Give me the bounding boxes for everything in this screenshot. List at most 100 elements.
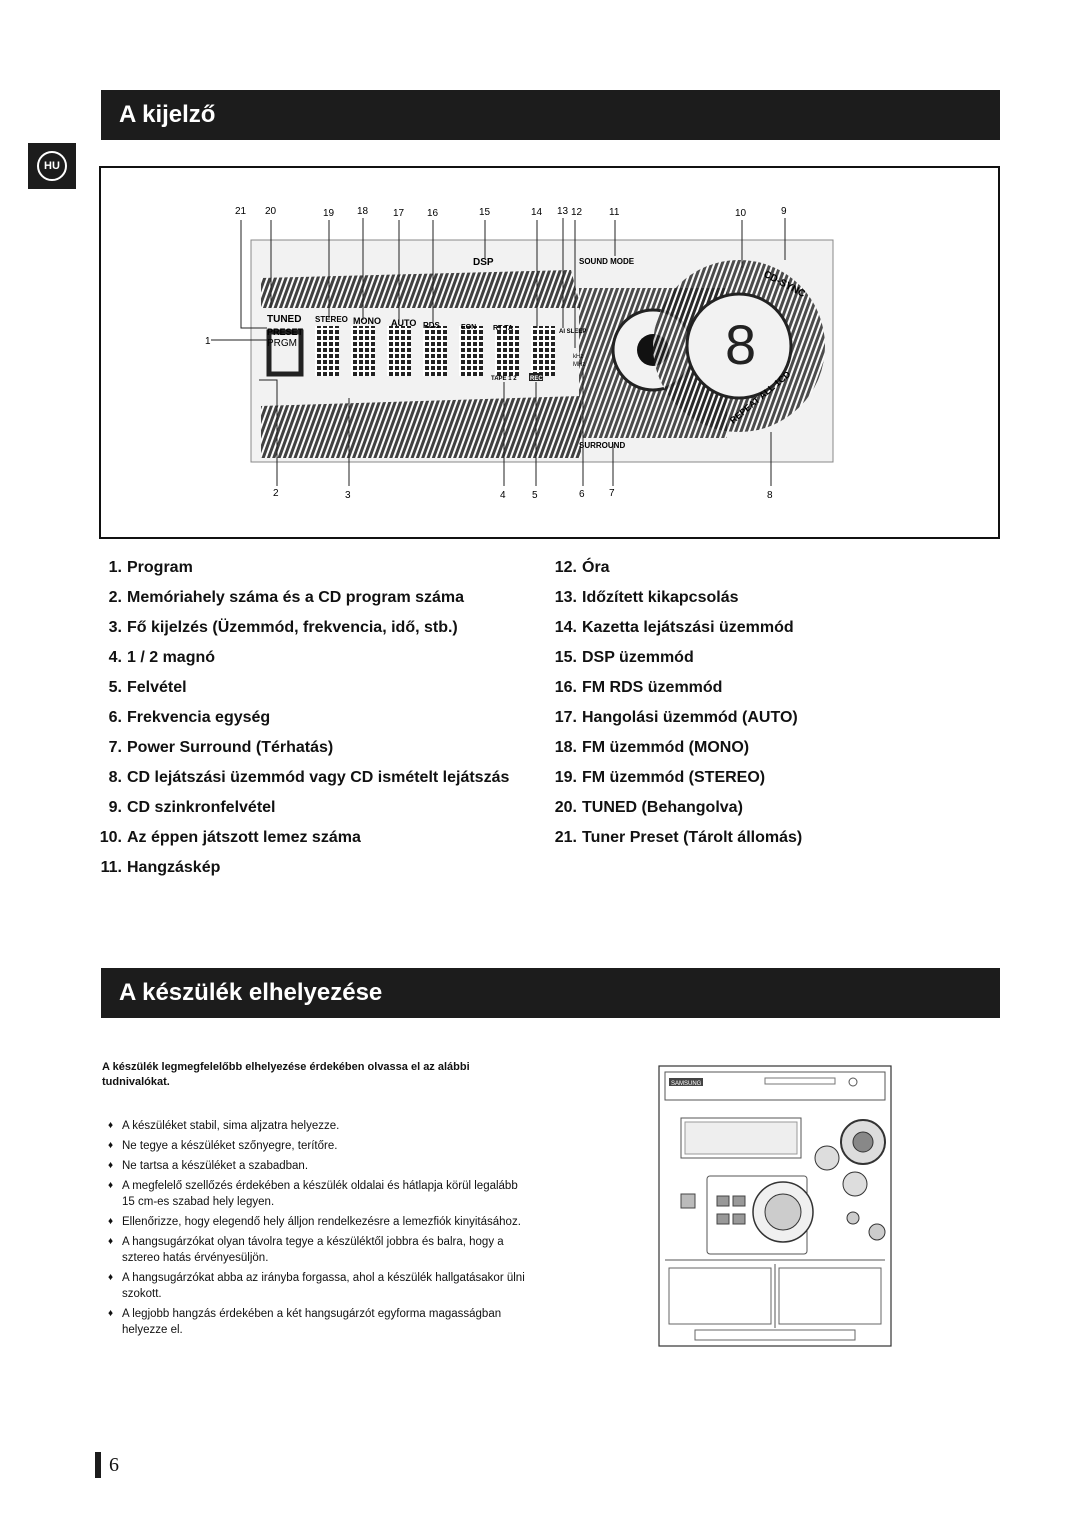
- legend-text: Power Surround (Térhatás): [127, 739, 334, 756]
- callouts-top: 21 20 19 18 17 16 15 14 13 12 11 10 9: [235, 206, 787, 219]
- lcd-top-band: [261, 270, 581, 308]
- page-number-marker: [95, 1452, 101, 1478]
- legend-text: 1 / 2 magnó: [127, 649, 216, 666]
- legend-item: 14.Kazetta lejátszási üzemmód: [553, 613, 802, 643]
- legend-item: 6.Frekvencia egység: [98, 703, 509, 733]
- display-diagram: 8 TUNED PRESET PRGM STEREO MONO AUTO RDS…: [205, 206, 834, 501]
- callout-13: 13: [557, 206, 569, 217]
- callout-4: 4: [500, 490, 506, 501]
- lcd-label-sound-mode: SOUND MODE: [579, 257, 635, 266]
- legend-text: FM üzemmód (MONO): [582, 739, 750, 756]
- placement-intro: A készülék legmegfelelőbb elhelyezése ér…: [102, 1061, 470, 1088]
- callout-11: 11: [609, 207, 620, 218]
- tip-item: ♦A legjobb hangzás érdekében a két hangs…: [108, 1306, 528, 1338]
- diamond-bullet-icon: ♦: [108, 1120, 114, 1131]
- legend-text: Időzített kikapcsolás: [582, 589, 739, 606]
- legend-item: 19. FM üzemmód (STEREO): [553, 763, 802, 793]
- tip-item: ♦A megfelelő szellőzés érdekében a készü…: [108, 1178, 528, 1210]
- tip-item: ♦A készüléket stabil, sima aljzatra hely…: [108, 1118, 528, 1134]
- callout-6: 6: [579, 489, 585, 500]
- legend-text: Program: [127, 559, 193, 576]
- legend-num: 7.: [108, 739, 122, 756]
- section-title-text: A kijelző: [119, 101, 216, 128]
- legend-num: 21.: [554, 829, 577, 846]
- lcd-label-tuned: TUNED: [267, 314, 301, 325]
- callout-12: 12: [571, 207, 583, 218]
- lcd-label-stereo: STEREO: [315, 315, 348, 324]
- tip-item: ♦ A hangsugárzókat abba az irányba forgas…: [108, 1270, 528, 1302]
- legend-item: 2.Memóriahely száma és a CD program szám…: [98, 583, 509, 613]
- legend-num: 20.: [554, 799, 577, 816]
- callout-9: 9: [781, 206, 787, 217]
- legend-text: CD szinkronfelvétel: [127, 799, 276, 816]
- legend-item: 10. Az éppen játszott lemez száma: [98, 823, 509, 853]
- section-title-display: A kijelző: [101, 90, 1000, 140]
- legend-num: 10.: [99, 829, 122, 846]
- lcd-label-tape: TAPE 1 2: [491, 376, 517, 382]
- legend-item: 11.Hangzáskép: [98, 853, 509, 883]
- callout-21: 21: [235, 206, 247, 217]
- lcd-label-preset: PRESET: [267, 327, 304, 337]
- legend-item: 4. 1 / 2 magnó: [98, 643, 509, 673]
- callout-2: 2: [273, 488, 279, 499]
- legend-item: 16. FM RDS üzemmód: [553, 673, 802, 703]
- legend-text: Memóriahely száma és a CD program száma: [127, 589, 465, 606]
- callout-5: 5: [532, 490, 538, 501]
- legend-num: 13.: [554, 589, 577, 606]
- callout-18: 18: [357, 206, 369, 217]
- legend-text: Kazetta lejátszási üzemmód: [582, 619, 794, 636]
- legend-item: 5. Felvétel: [98, 673, 509, 703]
- legend-item: 18. FM üzemmód (MONO): [553, 733, 802, 763]
- page-number: 6: [109, 1453, 119, 1476]
- lcd-label-rt-ta: RT TA: [493, 325, 513, 332]
- lcd-label-dsp: DSP: [473, 257, 494, 268]
- callout-lines: [211, 218, 786, 486]
- legend-num: 17.: [554, 709, 577, 726]
- tip-item: ♦Ne tegye a készüléket szőnyegre, terítő…: [108, 1138, 528, 1154]
- legend-num: 1.: [108, 559, 122, 576]
- legend-text: FM RDS üzemmód: [582, 679, 723, 696]
- legend-num: 3.: [108, 619, 122, 636]
- callout-3: 3: [345, 490, 351, 501]
- tip-text: Ne tartsa a készüléket a szabadban.: [122, 1160, 309, 1172]
- diamond-bullet-icon: ♦: [108, 1236, 114, 1247]
- display-diagram-frame: 8 TUNED PRESET PRGM STEREO MONO AUTO RDS…: [99, 166, 1000, 539]
- diamond-bullet-icon: ♦: [108, 1308, 114, 1319]
- legend-item: 12.Óra: [553, 553, 802, 583]
- legend-item: 1. Program: [98, 553, 509, 583]
- callout-8: 8: [767, 490, 773, 501]
- legend-num: 4.: [108, 649, 122, 666]
- tip-text: Ellenőrizze, hogy elegendő hely álljon r…: [122, 1216, 521, 1228]
- tip-text: A hangsugárzókat abba az irányba forgass…: [122, 1272, 525, 1300]
- legend-item: 13. Időzített kikapcsolás: [553, 583, 802, 613]
- diamond-bullet-icon: ♦: [108, 1272, 114, 1283]
- legend-num: 18.: [554, 739, 577, 756]
- lcd-disc-digit: 8: [725, 313, 756, 376]
- lcd-bottom-band: [261, 396, 581, 458]
- legend-num: 5.: [108, 679, 122, 696]
- lcd-label-ai-sleep: AI SLEEP: [559, 329, 586, 335]
- lcd-label-rds: RDS: [423, 321, 441, 330]
- legend-item: 7. Power Surround (Térhatás): [98, 733, 509, 763]
- legend-text: Tuner Preset (Tárolt állomás): [582, 829, 803, 846]
- callout-15: 15: [479, 207, 491, 218]
- callout-20: 20: [265, 206, 277, 217]
- legend-num: 15.: [554, 649, 577, 666]
- language-code: HU: [37, 151, 67, 181]
- lcd-label-mhz: MHz: [573, 362, 585, 368]
- legend-text: Óra: [582, 559, 610, 576]
- legend-text: Felvétel: [127, 679, 187, 696]
- tip-item: ♦Ne tartsa a készüléket a szabadban.: [108, 1158, 528, 1174]
- legend-item: 3.Fő kijelzés (Üzemmód, frekvencia, idő,…: [98, 613, 509, 643]
- legend-right: 12.Óra 13. Időzített kikapcsolás 14.Kazet…: [553, 553, 802, 853]
- lcd-rec-box: [529, 373, 543, 381]
- legend-text: FM üzemmód (STEREO): [582, 769, 766, 786]
- tip-text: A megfelelő szellőzés érdekében a készül…: [122, 1180, 518, 1208]
- tip-text: A hangsugárzókat olyan távolra tegye a k…: [122, 1236, 504, 1264]
- legend-text: Az éppen játszott lemez száma: [127, 829, 361, 846]
- legend-item: 8.CD lejátszási üzemmód vagy CD ismételt…: [98, 763, 510, 793]
- legend-num: 19.: [554, 769, 577, 786]
- callout-10: 10: [735, 208, 747, 219]
- legend-num: 16.: [554, 679, 577, 696]
- legend-left: 1. Program 2.Memóriahely száma és a CD pr…: [98, 553, 510, 883]
